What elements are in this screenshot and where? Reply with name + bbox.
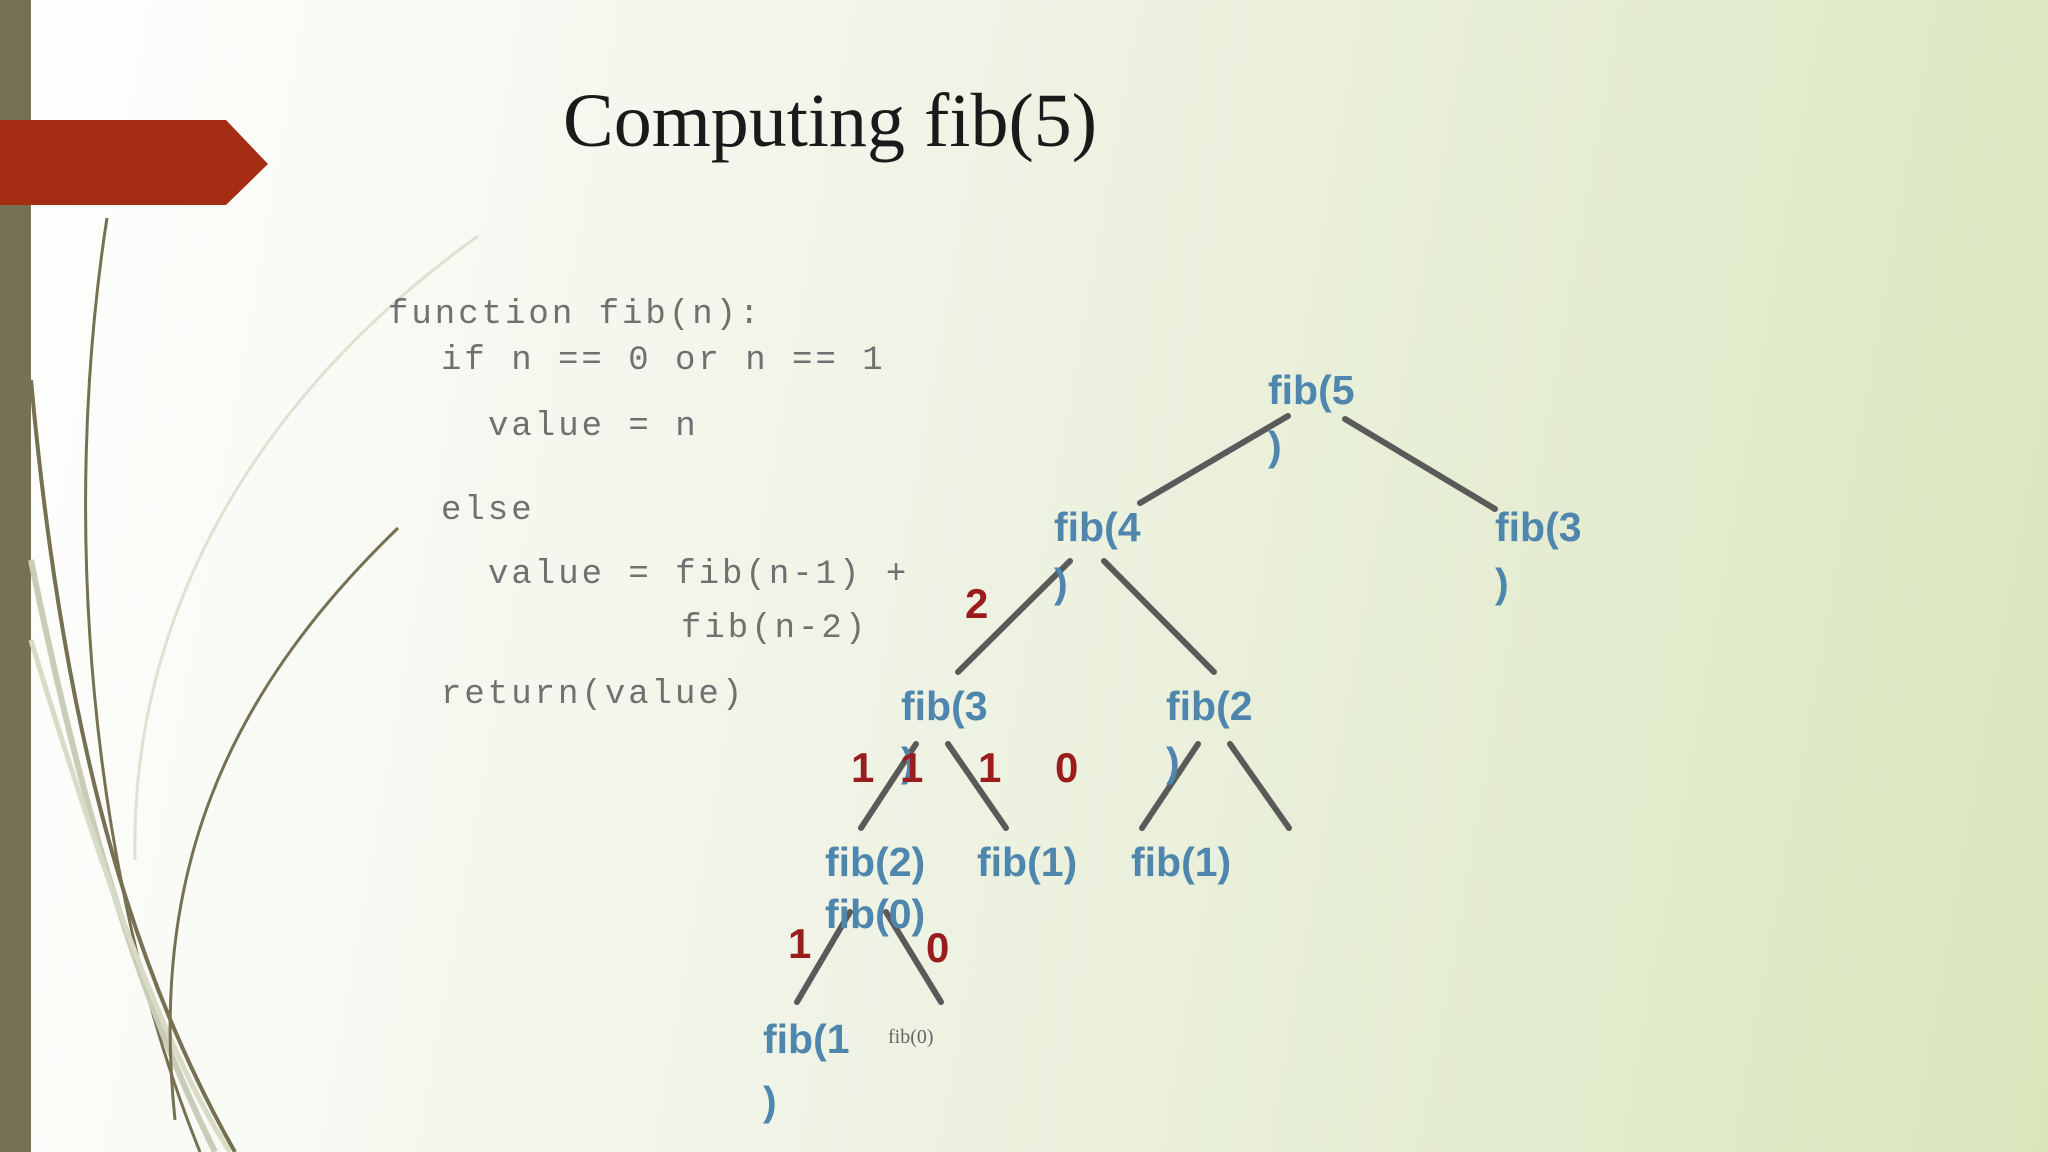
edge-2b-0: [883, 909, 944, 1005]
code-line-function: function fib(n):: [388, 296, 763, 334]
return-value-0-b: 0: [926, 924, 950, 971]
return-value-2: 2: [965, 580, 989, 627]
return-value-1-b: 1: [900, 744, 924, 791]
code-line-if: if n == 0 or n == 1: [441, 342, 886, 380]
code-line-return: return(value): [441, 676, 746, 714]
node-fib2-right: fib(2 ): [1166, 683, 1253, 785]
return-value-0-a: 0: [1055, 744, 1079, 791]
slide-title: Computing fib(5): [563, 79, 1098, 163]
node-fib4: fib(4 ): [1054, 504, 1141, 606]
edge-5-3: [1342, 416, 1498, 512]
code-line-value-n: value = n: [488, 408, 699, 446]
edge-3-1: [945, 741, 1009, 831]
return-value-1-a: 1: [851, 744, 875, 791]
edge-4-3: [955, 558, 1073, 675]
return-value-1-c: 1: [978, 744, 1002, 791]
edge-3-2: [858, 741, 919, 831]
node-fib1-bottom: fib(1 ): [763, 1016, 850, 1124]
code-line-fib-n-2: fib(n-2): [681, 610, 869, 648]
node-fib3-left: fib(3 ): [901, 683, 988, 785]
node-fib5: fib(5 ): [1268, 367, 1355, 469]
node-fib0-small: fib(0): [888, 1026, 934, 1048]
code-line-value-sum: value = fib(n-1) +: [488, 556, 910, 594]
node-fib2: fib(2): [825, 839, 926, 885]
edge-2-1: [1139, 741, 1201, 831]
return-value-1-d: 1: [788, 920, 812, 967]
code-line-else: else: [441, 492, 535, 530]
node-fib1-b: fib(1): [1131, 839, 1232, 885]
node-fib3-right: fib(3 ): [1495, 504, 1582, 606]
decorative-curves: [28, 217, 479, 1152]
node-fib1-a: fib(1): [977, 839, 1078, 885]
title-arrow-shape: [0, 120, 268, 205]
node-fib0-overlap: fib(0): [825, 891, 926, 937]
edge-2-0: [1227, 741, 1292, 831]
edge-2b-1: [794, 909, 853, 1005]
edge-4-2: [1101, 558, 1217, 675]
edge-5-4: [1137, 413, 1291, 506]
